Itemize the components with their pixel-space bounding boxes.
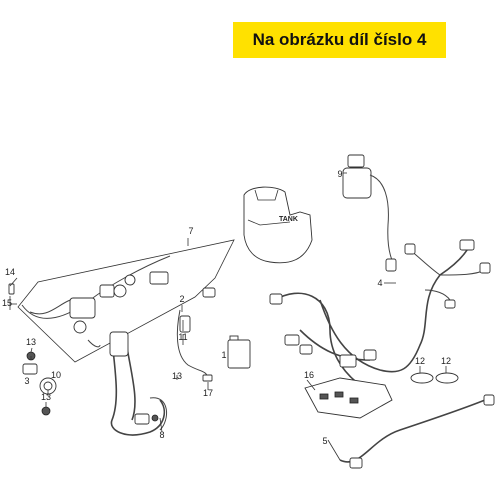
part-1 [227,335,251,369]
assembly-7-outline [17,239,235,363]
callout-2: 2 [179,294,184,304]
lock-set-part [21,255,216,348]
callout-9: 9 [337,169,342,179]
callout-17: 17 [203,388,213,398]
frame-harness-8 [109,331,168,436]
cable-5 [339,394,495,469]
clamps-12 [410,372,459,384]
callout-16: 16 [304,370,314,380]
callout-12-left: 12 [415,356,425,366]
callout-14: 14 [5,267,15,277]
callout-13-left: 13 [26,337,36,347]
callout-11: 11 [178,332,187,342]
leader-lines [9,172,447,461]
callout-1: 1 [221,350,226,360]
banner-text: Na obrázku díl číslo 4 [252,30,427,49]
part-2-17 [176,309,213,382]
callout-4: 4 [377,278,382,288]
callout-5: 5 [322,436,327,446]
fuse-box-16 [304,377,393,419]
callout-12-right: 12 [441,356,451,366]
callout-3: 3 [24,376,29,386]
part-11 [179,315,191,345]
callout-15: 15 [2,298,12,308]
part-10-13 [39,377,57,416]
callout-10: 10 [51,370,61,380]
relay-9 [342,154,397,272]
fuel-tank [243,186,313,264]
callout-8: 8 [159,430,164,440]
main-wiring-harness-4 [269,239,491,386]
part-number-banner: Na obrázku díl číslo 4 [233,22,446,58]
tank-label: TANK [279,216,298,223]
callout-13-lower: 13 [41,392,51,402]
part-3 [22,351,38,375]
callout-7: 7 [188,226,193,236]
callout-13-right: 13 [172,371,182,381]
